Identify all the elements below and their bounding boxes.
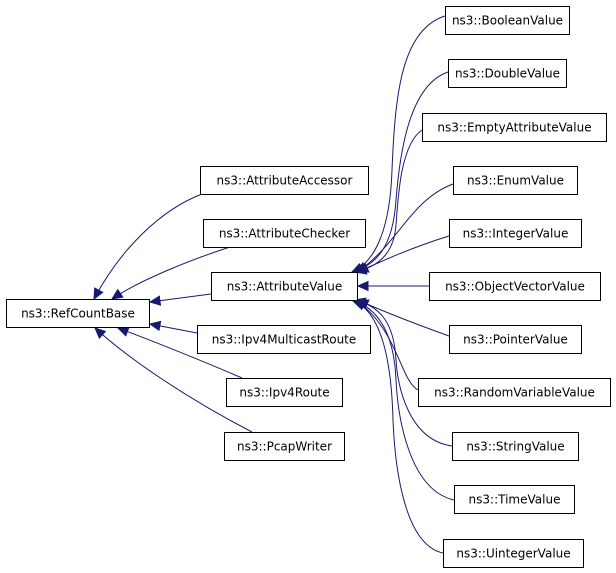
edge-line xyxy=(352,71,449,273)
edge-line xyxy=(94,327,253,433)
edge-line xyxy=(356,183,454,273)
node-label: ns3::DoubleValue xyxy=(455,67,560,81)
node-label: ns3::EmptyAttributeValue xyxy=(437,121,591,135)
edge-line xyxy=(352,299,455,501)
node-doublevalue[interactable]: ns3::DoubleValue xyxy=(448,59,567,88)
edge-line xyxy=(93,193,203,300)
edge-integervalue-to-attributevalue xyxy=(356,235,450,273)
node-attributechecker[interactable]: ns3::AttributeChecker xyxy=(203,219,366,248)
node-label: ns3::ObjectVectorValue xyxy=(445,280,585,294)
node-box[interactable] xyxy=(453,166,578,195)
node-label: ns3::RandomVariableValue xyxy=(434,386,595,400)
edge-stringvalue-to-attributevalue xyxy=(353,297,453,447)
node-box[interactable] xyxy=(418,378,611,407)
node-integervalue[interactable]: ns3::IntegerValue xyxy=(449,219,582,248)
node-label: ns3::RefCountBase xyxy=(21,307,135,321)
node-box[interactable] xyxy=(454,485,575,514)
edges-layer xyxy=(93,15,455,554)
node-label: ns3::TimeValue xyxy=(469,493,561,507)
node-label: ns3::EnumValue xyxy=(467,174,564,188)
node-label: ns3::IntegerValue xyxy=(463,227,569,241)
edge-line xyxy=(351,15,446,273)
arrowhead-icon xyxy=(148,320,162,332)
node-box[interactable] xyxy=(226,378,343,407)
node-label: ns3::BooleanValue xyxy=(452,14,563,28)
arrowhead-icon xyxy=(94,327,107,339)
arrowhead-icon xyxy=(356,262,370,273)
node-box[interactable] xyxy=(443,539,584,568)
node-pcapwriter[interactable]: ns3::PcapWriter xyxy=(224,432,345,461)
edge-enumvalue-to-attributevalue xyxy=(355,183,454,273)
node-stringvalue[interactable]: ns3::StringValue xyxy=(452,432,579,461)
node-box[interactable] xyxy=(449,325,582,354)
node-box[interactable] xyxy=(448,59,567,88)
node-box[interactable] xyxy=(211,272,358,301)
edge-line xyxy=(355,299,419,391)
edge-pointervalue-to-attributevalue xyxy=(356,299,450,337)
node-emptyattributevalue[interactable]: ns3::EmptyAttributeValue xyxy=(422,113,607,142)
edge-line xyxy=(357,299,450,337)
node-ipv4multicastroute[interactable]: ns3::Ipv4MulticastRoute xyxy=(197,325,371,354)
edge-pcapwriter-to-refcountbase xyxy=(94,327,253,433)
node-box[interactable] xyxy=(445,6,570,35)
nodes-layer: ns3::RefCountBasens3::AttributeAccessorn… xyxy=(6,6,611,568)
node-ipv4route[interactable]: ns3::Ipv4Route xyxy=(226,378,343,407)
edge-ipv4multicastroute-to-refcountbase xyxy=(148,320,198,334)
node-uintegervalue[interactable]: ns3::UintegerValue xyxy=(443,539,584,568)
edge-line xyxy=(111,246,231,300)
node-randomvariablevalue[interactable]: ns3::RandomVariableValue xyxy=(418,378,611,407)
node-objectvectorvalue[interactable]: ns3::ObjectVectorValue xyxy=(429,272,601,301)
node-box[interactable] xyxy=(224,432,345,461)
node-label: ns3::Ipv4MulticastRoute xyxy=(212,333,357,347)
node-booleanvalue[interactable]: ns3::BooleanValue xyxy=(445,6,570,35)
arrowhead-icon xyxy=(110,288,124,300)
node-label: ns3::AttributeValue xyxy=(227,280,343,294)
node-label: ns3::AttributeAccessor xyxy=(217,174,353,188)
arrowhead-icon xyxy=(93,287,104,301)
node-label: ns3::PcapWriter xyxy=(237,440,332,454)
node-box[interactable] xyxy=(203,219,366,248)
node-label: ns3::StringValue xyxy=(466,440,564,454)
edge-attributeaccessor-to-refcountbase xyxy=(93,193,203,301)
node-box[interactable] xyxy=(197,325,371,354)
arrowhead-icon xyxy=(148,295,162,306)
node-box[interactable] xyxy=(200,166,369,195)
node-pointervalue[interactable]: ns3::PointerValue xyxy=(449,325,582,354)
node-box[interactable] xyxy=(6,299,150,328)
node-label: ns3::PointerValue xyxy=(463,333,568,347)
node-box[interactable] xyxy=(422,113,607,142)
node-timevalue[interactable]: ns3::TimeValue xyxy=(454,485,575,514)
arrowhead-icon xyxy=(356,280,369,292)
edge-objectvectorvalue-to-attributevalue xyxy=(356,280,429,292)
node-label: ns3::AttributeChecker xyxy=(219,227,350,241)
node-box[interactable] xyxy=(449,219,582,248)
node-attributeaccessor[interactable]: ns3::AttributeAccessor xyxy=(200,166,369,195)
node-label: ns3::Ipv4Route xyxy=(239,386,329,400)
arrowhead-icon xyxy=(116,326,130,337)
edge-attributevalue-to-refcountbase xyxy=(148,293,212,306)
node-label: ns3::UintegerValue xyxy=(456,547,570,561)
edge-attributechecker-to-refcountbase xyxy=(110,246,231,300)
node-refcountbase[interactable]: ns3::RefCountBase xyxy=(6,299,150,328)
edge-line xyxy=(355,129,423,273)
node-box[interactable] xyxy=(429,272,601,301)
node-attributevalue[interactable]: ns3::AttributeValue xyxy=(211,272,358,301)
edge-line xyxy=(351,299,444,554)
edge-line xyxy=(117,327,243,379)
edge-line xyxy=(354,299,453,447)
node-box[interactable] xyxy=(452,432,579,461)
node-enumvalue[interactable]: ns3::EnumValue xyxy=(453,166,578,195)
